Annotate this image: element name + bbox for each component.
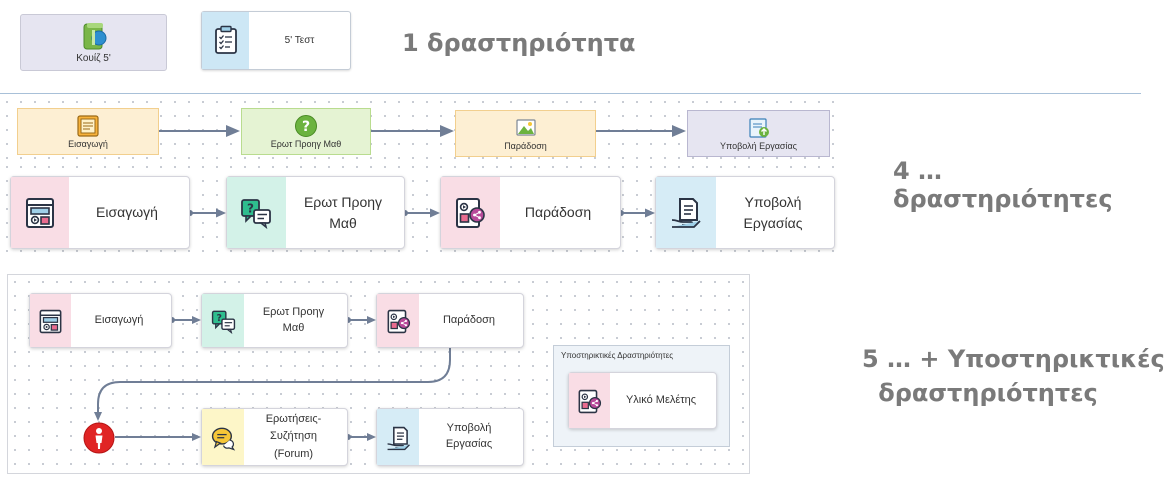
test-5-activity[interactable]: 5' Τεστ [201,11,351,70]
quiz-icon [82,21,108,56]
question-mark-icon: ? [294,114,318,138]
alert-person-icon[interactable] [83,422,115,454]
support-group-title: Υποστηρικτικές Δραστηριότητες [561,351,674,360]
card-label-line: (Forum) [273,447,314,460]
media-share-icon [577,389,602,414]
card-intro[interactable]: Εισαγωγή [10,176,190,249]
old-node-assignment[interactable]: Υποβολή Εργασίας [687,110,830,157]
wf-card-lecture[interactable]: Παράδοση [376,293,524,348]
card-label-line: Μαθ [282,321,305,334]
wf-card-prior-questions[interactable]: Ερωτ Προηγ Μαθ [201,293,348,348]
card-label-line: Ερωτ Προηγ [262,305,325,318]
card-label: Παράδοση [524,204,592,221]
svg-text:?: ? [302,119,310,135]
card-label-line: Μαθ [329,214,357,231]
card-label-line: Συζήτηση [270,430,317,443]
document-hand-icon [386,426,411,451]
upload-document-icon [747,116,771,140]
card-label: Υλικό Μελέτης [625,393,697,406]
card-label-line: Υποβολή [744,194,802,211]
notebook-icon [76,114,100,138]
card-label-line: Ερωτ Προηγ [303,194,383,211]
card-label: Εισαγωγή [94,313,144,326]
section-divider [0,93,1141,94]
question-chat-icon [211,309,236,334]
heading-support-activities: 5 … + Υποστηρικτικές δραστηριότητες [862,342,1165,410]
old-node-intro[interactable]: Εισαγωγή [17,108,159,155]
test-label: 5' Τεστ [284,35,315,46]
wf-card-forum[interactable]: Ερωτήσεις- Συζήτηση (Forum) [201,408,348,466]
card-lecture[interactable]: Παράδοση [440,176,621,249]
heading-four-activities: 4 … δραστηριότητες [893,157,1113,213]
card-label: Εισαγωγή [96,204,158,221]
picture-icon [514,116,538,140]
heading-line: δραστηριότητες [878,379,1098,407]
checklist-clipboard-icon [213,25,239,60]
old-node-label: Παράδοση [504,141,547,151]
quiz-label: Κουίζ 5' [76,53,111,64]
wf-card-intro[interactable]: Εισαγωγή [29,293,172,348]
heading-line: 5 … + Υποστηρικτικές [862,345,1165,373]
card-prior-questions[interactable]: Ερωτ Προηγ Μαθ [226,176,405,249]
media-share-icon [386,309,411,334]
old-node-label: Υποβολή Εργασίας [719,141,798,151]
old-node-label: Εισαγωγή [68,139,108,149]
old-node-lecture[interactable]: Παράδοση [455,110,596,157]
support-card-study-material[interactable]: Υλικό Μελέτης [568,372,717,429]
card-label-line: Υποβολή [446,422,492,435]
old-node-prior-questions[interactable]: ? Ερωτ Προηγ Μαθ [241,108,371,155]
forum-chat-icon [211,426,236,451]
card-label-line: Εργασίας [743,214,803,231]
presentation-icon [38,309,63,334]
heading-one-activity: 1 δραστηριότητα [402,29,636,57]
card-label-line: Ερωτήσεις- [265,413,322,426]
wf-card-assignment[interactable]: Υποβολή Εργασίας [376,408,524,466]
workflow-connectors [94,316,451,441]
card-label-line: Εργασίας [445,438,493,450]
old-node-label: Ερωτ Προηγ Μαθ [270,139,342,149]
card-flow-connectors [187,208,655,218]
card-label: Παράδοση [442,313,496,326]
old-flow-connectors [159,125,686,137]
quiz-5-activity[interactable]: Κουίζ 5' [20,14,167,71]
card-assignment[interactable]: Υποβολή Εργασίας [655,176,835,249]
